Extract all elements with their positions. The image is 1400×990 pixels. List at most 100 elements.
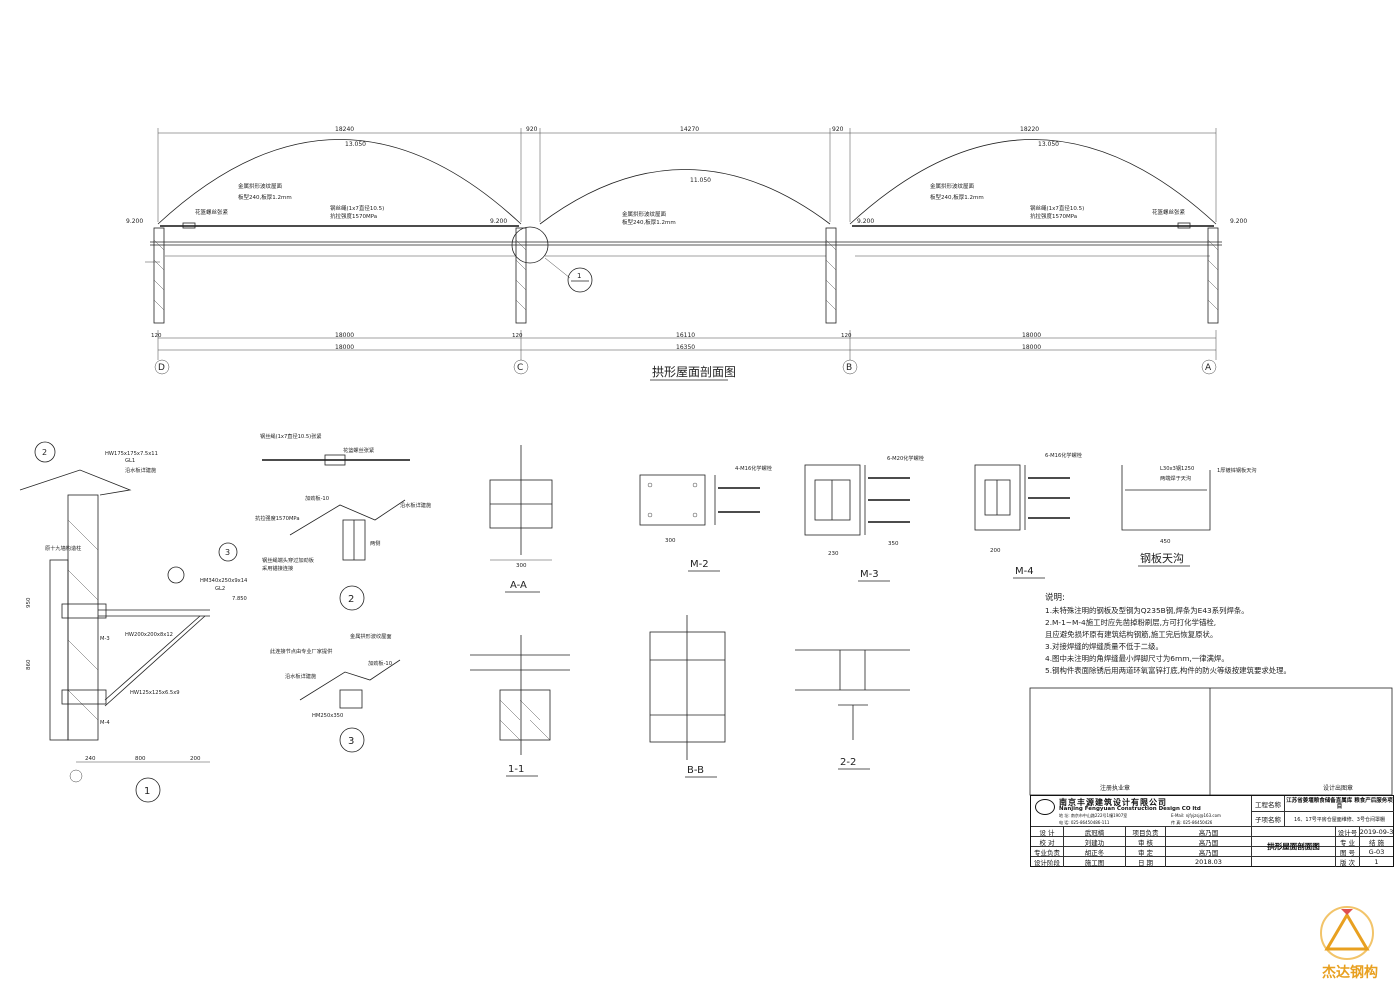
d2-l1: 花篮螺丝张紧 bbox=[343, 446, 374, 454]
title-block: 南京丰源建筑设计有限公司 Nanjing Fengyuan Constructi… bbox=[1030, 795, 1394, 867]
d3-title: 3 bbox=[348, 736, 354, 747]
project-label: 工程名称 bbox=[1252, 796, 1285, 811]
note-line-1: 1.未特殊注明的钢板及型钢为Q235B钢,焊条为E43系列焊条。 bbox=[1045, 606, 1249, 615]
note-turnbuckle-2: 花篮螺丝张紧 bbox=[1152, 208, 1186, 216]
d1-dim-950: 950 bbox=[26, 597, 32, 608]
company-address: 地 址: 南京市中山路222号1幢1907室 bbox=[1059, 813, 1128, 818]
stamp-left: 注册执业章 bbox=[1100, 784, 1130, 792]
column-c bbox=[511, 226, 549, 324]
s22-title: 2-2 bbox=[840, 757, 856, 768]
note-line-5: 4.图中未注明的角焊缝最小焊脚尺寸为6mm,一律满焊。 bbox=[1045, 654, 1229, 663]
project-info: 工程名称 江苏省姜堰粮食储备直属库 粮食产后服务项目 子项名称 16、17号平房… bbox=[1251, 796, 1394, 826]
company-email: E-Mail: njfyjzsj@163.com bbox=[1171, 813, 1221, 818]
bdim2-b: 16350 bbox=[676, 344, 695, 351]
company-en: Nanjing Fengyuan Construction Design CO … bbox=[1059, 806, 1201, 812]
detail-mark-1[interactable] bbox=[567, 267, 593, 293]
company-fax: 传 真: 025-86450426 bbox=[1171, 820, 1213, 825]
note-strength-1: 抗拉强度1570MPa bbox=[330, 212, 377, 220]
m4-bolts: 6-M16化学螺栓 bbox=[1045, 451, 1083, 459]
elev-arch3: 13.050 bbox=[1038, 141, 1059, 148]
sign-row-2: 校 对 刘建功 审 核 高乃国 bbox=[1031, 836, 1393, 847]
bb-title: B-B bbox=[687, 765, 704, 776]
watermark-logo-icon bbox=[1320, 906, 1374, 960]
company-phone: 电 话: 025-86450486-111 bbox=[1059, 820, 1110, 825]
stamp-right: 设计出图章 bbox=[1323, 784, 1353, 792]
column-d bbox=[145, 227, 165, 324]
elev-eaves-c: 9.200 bbox=[490, 218, 507, 225]
d2-l5: 钢丝绳端头穿过加劲板 bbox=[262, 556, 315, 564]
d1-ref-3: 3 bbox=[225, 548, 230, 557]
note-plate-2: 板型240,板厚1.2mm bbox=[622, 218, 676, 226]
note-plate-1: 板型240,板厚1.2mm bbox=[238, 193, 292, 201]
drawing-name: 拱形屋面剖面图 bbox=[1251, 826, 1335, 866]
m3-bolts: 6-M20化学螺栓 bbox=[887, 454, 925, 462]
column-a bbox=[1207, 227, 1219, 324]
gutter-l0: L30x3钢1250 bbox=[1160, 464, 1194, 472]
project-value: 江苏省姜堰粮食储备直属库 粮食产后服务项目 bbox=[1286, 797, 1393, 810]
bdim1-f: 18000 bbox=[1022, 332, 1041, 339]
subitem-label: 子项名称 bbox=[1252, 812, 1285, 826]
section-bb: B-B bbox=[649, 615, 726, 778]
elev-eaves-a: 9.200 bbox=[1230, 218, 1247, 225]
d1-l2: 沿水板详建施 bbox=[125, 466, 156, 474]
note-plate-3: 板型240,板厚1.2mm bbox=[930, 193, 984, 201]
sign-row-4: 设计阶段 施工图 日 期 2018.03 bbox=[1031, 856, 1393, 867]
d2-l3: 加劲板-10 bbox=[305, 494, 329, 502]
sign-row-3: 专业负责 胡正冬 审 定 高乃国 bbox=[1031, 846, 1393, 857]
note-turnbuckle-1: 花篮螺丝张紧 bbox=[195, 208, 229, 216]
d2-l6: 采用锚接连接 bbox=[262, 564, 293, 572]
d1-l0: HW175x175x7.5x11 bbox=[105, 451, 158, 457]
d1-l3: 原十九墙构造柱 bbox=[45, 544, 81, 552]
general-notes: 说明: 1.未特殊注明的钢板及型钢为Q235B钢,焊条为E43系列焊条。 2.M… bbox=[1045, 592, 1291, 675]
elev-arch2: 11.050 bbox=[690, 177, 711, 184]
d1-l7: M-3 bbox=[100, 636, 110, 642]
top-dim-5: 18220 bbox=[1020, 126, 1039, 133]
steel-gutter: L30x3钢1250 两端焊于天沟 1厚镀锌钢板天沟 450 钢板天沟 bbox=[1121, 464, 1257, 567]
subitem-value: 16、17号平房仓屋面维修、3号仓间罩棚 bbox=[1294, 816, 1385, 823]
sign-row-1: 设 计 武冠楠 项目负责 高乃国 bbox=[1031, 826, 1393, 837]
d1-dim-800: 800 bbox=[135, 756, 146, 762]
d3-l0: 金属拱形波纹屋面 bbox=[350, 632, 392, 640]
note-cable-1: 钢丝绳(1x7直径10.5) bbox=[330, 204, 384, 212]
gutter-title: 钢板天沟 bbox=[1140, 551, 1184, 565]
top-dim-4: 920 bbox=[832, 126, 844, 133]
d1-l6: 7.850 bbox=[232, 596, 247, 602]
axis-c: C bbox=[517, 363, 523, 373]
watermark-text: 杰达钢构 bbox=[1322, 965, 1378, 981]
m2-dim: 300 bbox=[665, 538, 676, 544]
d1-l1: GL1 bbox=[125, 458, 135, 464]
note-line-6: 5.钢构件表面除锈后用两道环氧富锌打底,构件的防火等级按建筑要求处理。 bbox=[1045, 666, 1291, 675]
plate-m3: 6-M20化学螺栓 230 350 M-3 bbox=[804, 454, 925, 582]
section-22: 2-2 bbox=[795, 649, 910, 770]
m4-dim: 200 bbox=[990, 548, 1001, 554]
plate-m2: 4-M16化学螺栓 300 M-2 bbox=[639, 464, 773, 572]
note-roof-3: 金属拱形波纹屋面 bbox=[930, 182, 975, 190]
drawing-meta: 设计号 2019-09-3 专 业 结 施 图 号 G-03 版 次 1 bbox=[1335, 826, 1393, 867]
detail-1: 2 3 240 800 200 950 860 HW175x175x7.5x11… bbox=[19, 441, 248, 803]
company-info: 南京丰源建筑设计有限公司 Nanjing Fengyuan Constructi… bbox=[1031, 796, 1251, 818]
aa-title: A-A bbox=[510, 580, 527, 591]
section-title: 拱形屋面剖面图 bbox=[652, 365, 736, 379]
note-line-4: 3.对接焊缝的焊缝质量不低于二级。 bbox=[1045, 642, 1163, 651]
detail-mark-1-label: 1 bbox=[577, 272, 581, 280]
d3-l3: 沿水板详建施 bbox=[285, 672, 316, 680]
bdim1-c: 120 bbox=[512, 333, 523, 339]
d2-l2: 抗拉强度1570MPa bbox=[255, 514, 300, 522]
company-cn: 南京丰源建筑设计有限公司 bbox=[1059, 798, 1167, 807]
bdim2-c: 18000 bbox=[1022, 344, 1041, 351]
svg-text:300: 300 bbox=[516, 563, 527, 569]
s11-title: 1-1 bbox=[508, 764, 524, 775]
bdim1-b: 18000 bbox=[335, 332, 354, 339]
m3-dim: 230 bbox=[828, 551, 839, 557]
section-11: 1-1 bbox=[470, 635, 570, 777]
gutter-l2: 1厚镀锌钢板天沟 bbox=[1217, 466, 1257, 474]
bdim1-d: 16110 bbox=[676, 332, 695, 339]
d3-l4: HM250x350 bbox=[312, 713, 343, 719]
d1-l8: HW200x200x8x12 bbox=[125, 632, 173, 638]
d2-l7: 两侧 bbox=[370, 539, 380, 547]
bdim1-e: 120 bbox=[841, 333, 852, 339]
d1-l9: HW125x125x6.5x9 bbox=[130, 690, 180, 696]
note-roof-2: 金属拱形波纹屋面 bbox=[622, 210, 667, 218]
d2-title: 2 bbox=[348, 594, 354, 605]
